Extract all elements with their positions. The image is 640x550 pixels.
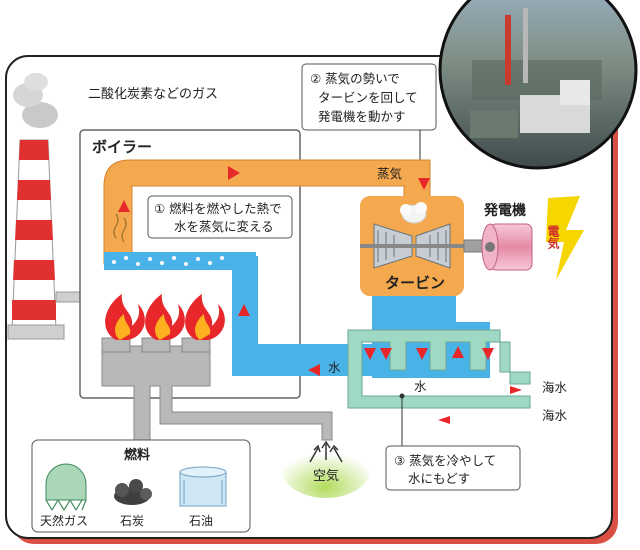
- step2-line2: タービンを回して: [318, 90, 418, 105]
- step3-line1: ③ 蒸気を冷やして: [394, 453, 496, 468]
- seawater-label-2: 海水: [542, 408, 568, 423]
- coal-icon: [114, 479, 152, 505]
- flame-icon: [145, 294, 185, 340]
- arrow-cond-down-3: [416, 348, 428, 360]
- step3-callout: ③ 蒸気を冷やして 水にもどす: [385, 393, 521, 491]
- arrow-water-left: [308, 364, 320, 376]
- fuel-box: 燃料 天然ガス 石炭 石油: [31, 439, 251, 533]
- steam-label: 蒸気: [377, 166, 402, 181]
- step1-line1: ① 燃料を燃やした熱で: [154, 201, 282, 216]
- oil-label: 石油: [189, 514, 213, 528]
- seawater-label-1: 海水: [542, 380, 568, 395]
- boiler-label: ボイラー: [92, 138, 152, 156]
- step2-callout: ② 蒸気の勢いで タービンを回して 発電機を動かす: [301, 63, 437, 199]
- oil-tank-icon: [179, 466, 227, 507]
- lightning-icon: [546, 196, 584, 280]
- fuel-label: 燃料: [124, 447, 150, 463]
- coal-label: 石炭: [120, 514, 144, 528]
- turbine-label: タービン: [385, 274, 445, 292]
- flame-icon: [105, 294, 145, 340]
- arrow-cond-down-2: [380, 348, 392, 360]
- heat-wave-icon: [113, 213, 127, 243]
- step2-line3: 発電機を動かす: [318, 109, 406, 124]
- step3-line2: 水にもどす: [408, 471, 470, 486]
- arrow-cond-up: [452, 346, 464, 358]
- water-left-label: 水: [328, 360, 341, 375]
- natural-gas-label: 天然ガス: [40, 513, 88, 528]
- water-condenser-label: 水: [414, 379, 427, 394]
- air-intake: [282, 440, 370, 498]
- generator-label: 発電機: [483, 202, 526, 219]
- burner-flames: [105, 294, 225, 340]
- smokestack: [7, 73, 81, 340]
- arrow-sea-left: [438, 416, 450, 424]
- arrow-cond-down-1: [364, 348, 376, 360]
- steam-pipe: [103, 159, 431, 265]
- water-pipe-rise: [232, 256, 256, 350]
- water-pipe-boiler: [232, 256, 374, 376]
- air-label: 空気: [313, 468, 339, 484]
- boiler-water-surface: [104, 252, 256, 270]
- power-plant-photo: [438, 0, 638, 170]
- step1-line2: 水を蒸気に変える: [174, 219, 274, 234]
- arrow-steam-up: [118, 200, 130, 212]
- air-arrows-icon: [309, 444, 343, 463]
- flame-icon: [185, 294, 225, 340]
- turbine: タービン: [360, 196, 464, 296]
- arrow-water-up: [238, 304, 250, 316]
- arrow-sea-right: [510, 386, 522, 394]
- generator: [481, 223, 533, 271]
- arrow-steam-right: [228, 166, 240, 180]
- arrow-steam-down: [418, 178, 430, 190]
- step2-line1: ② 蒸気の勢いで: [310, 71, 400, 86]
- electricity-label: 電気: [546, 225, 560, 250]
- flow-arrows: [118, 166, 522, 424]
- arrow-cond-down-4: [482, 348, 494, 360]
- gas-tank-icon: [45, 463, 87, 511]
- co2-gas-label: 二酸化炭素などのガス: [88, 87, 218, 102]
- step1-callout: ① 燃料を燃やした熱で 水を蒸気に変える: [147, 195, 293, 239]
